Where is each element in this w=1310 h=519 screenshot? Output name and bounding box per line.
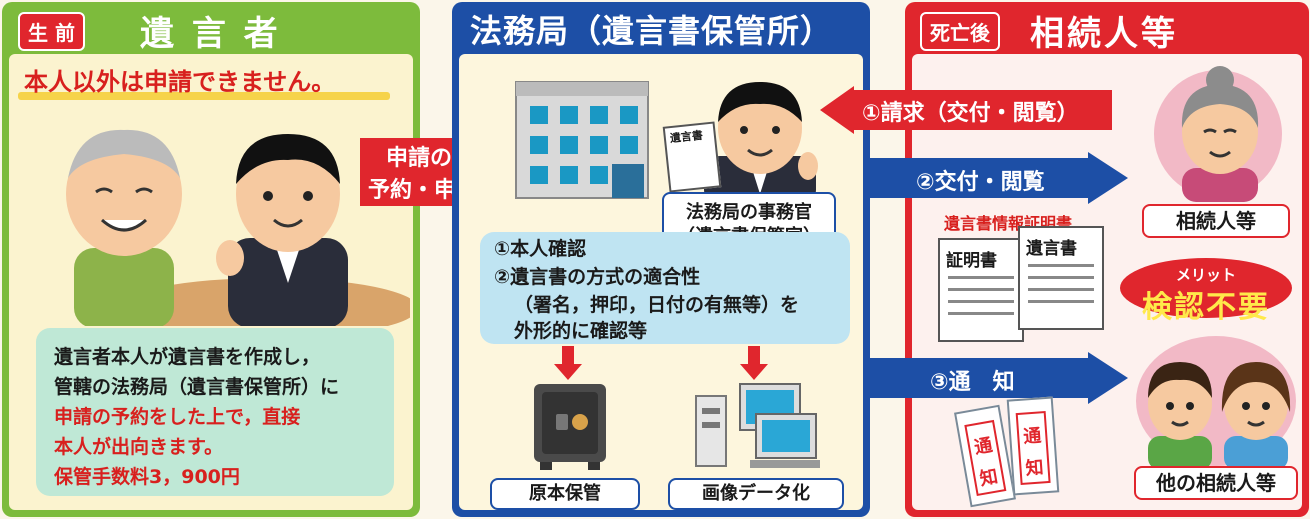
notice-only-self: 本人以外は申請できません。: [24, 68, 336, 96]
officer-held-document: 遺言書: [662, 121, 722, 193]
officer-illustration: [704, 82, 818, 202]
info-line-3: 申請の予約をした上で，直接: [54, 406, 301, 428]
issue-arrow: ②交付・閲覧: [866, 152, 1128, 204]
merit-label: メリット: [1175, 266, 1236, 284]
storage-original-label: 原本保管: [490, 478, 640, 510]
notice-card-2-char-1: 通: [1022, 425, 1043, 448]
panel-title-testator: 遺 言 者: [140, 14, 281, 54]
old-man-figure: [66, 129, 182, 326]
heir-label: 相続人等: [1142, 204, 1290, 238]
certificate-document: 証明書: [938, 238, 1024, 342]
merit-value: 検認不要: [1142, 290, 1270, 325]
notice-card-2-char-2: 知: [1024, 457, 1045, 480]
info-line-4: 本人が出向きます。: [54, 436, 224, 458]
officer-document-tag: 遺言書: [669, 128, 704, 146]
merit-badge: メリット 検認不要: [1120, 258, 1292, 325]
will-doc-label: 遺言書: [1026, 239, 1077, 259]
young-man-figure: [216, 134, 348, 326]
request-arrow-label: ①請求（交付・閲覧）: [862, 101, 1079, 126]
check-step-2-detail: （署名，押印，日付の有無等）を: [514, 294, 800, 316]
bureau-building-icon: [515, 81, 649, 199]
heir-illustration: [1181, 66, 1259, 202]
other-heirs-illustration: [1148, 362, 1291, 470]
info-line-5: 保管手数料3，900円: [54, 466, 240, 488]
certificate-doc-label: 証明書: [946, 251, 997, 271]
check-step-1: ①本人確認: [494, 238, 587, 260]
testator-illustration: [66, 129, 410, 326]
issue-arrow-shape: [866, 152, 1128, 204]
check-step-2: ②遺言書の方式の適合性: [494, 266, 701, 288]
badge-after-death: 死亡後: [920, 12, 1000, 51]
safe-icon: [534, 384, 606, 470]
notify-arrow-label: ③通 知: [930, 370, 1015, 395]
notice-card-2: 通 知: [1006, 396, 1060, 496]
down-arrow-image: [740, 346, 768, 380]
storage-image-label: 画像データ化: [668, 478, 844, 510]
other-heirs-label: 他の相続人等: [1134, 466, 1298, 500]
panel-title-heirs: 相続人等: [1030, 14, 1178, 54]
bureau-check-box: ①本人確認 ②遺言書の方式の適合性 （署名，押印，日付の有無等）を 外形的に確認…: [480, 232, 850, 344]
computer-icon: [695, 383, 820, 468]
request-arrow: ①請求（交付・閲覧）: [820, 86, 1112, 134]
panel-title-bureau: 法務局（遺言書保管所）: [470, 12, 834, 50]
request-arrow-shape: [820, 86, 1112, 134]
badge-before-death: 生 前: [18, 12, 85, 51]
testator-info-box: 遺言者本人が遺言書を作成し， 管轄の法務局（遺言書保管所）に 申請の予約をした上…: [36, 328, 394, 496]
notice-underline: [18, 92, 390, 100]
issue-arrow-label: ②交付・閲覧: [916, 170, 1045, 195]
check-step-2-end: 外形的に確認等: [514, 320, 648, 342]
notify-arrow-shape: [866, 352, 1128, 404]
notify-arrow: ③通 知: [866, 352, 1128, 404]
info-line-1: 遺言者本人が遺言書を作成し，: [54, 346, 321, 368]
application-arrow-line1: 申請の: [386, 146, 453, 171]
info-line-2: 管轄の法務局（遺言書保管所）に: [54, 376, 340, 398]
down-arrow-original: [554, 346, 582, 380]
will-document: 遺言書: [1018, 226, 1104, 330]
officer-caption-line1: 法務局の事務官: [686, 202, 812, 223]
